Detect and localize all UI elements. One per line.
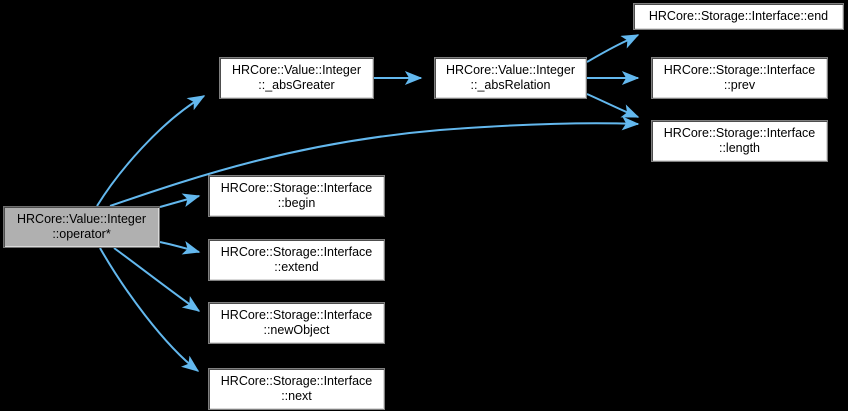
graph-node-end[interactable]: HRCore::Storage::Interface::end [633,3,844,30]
node-label-line2: ::newObject [263,323,330,337]
node-label-line1: HRCore::Value::Integer [446,63,575,77]
node-label-line1: HRCore::Storage::Interface [220,181,373,195]
graph-node-length[interactable]: HRCore::Storage::Interface::length [651,120,828,162]
graph-edge-absRelation-to-length [586,93,640,118]
node-label-line2: ::extend [274,260,319,274]
node-label-line1: HRCore::Storage::Interface [220,245,373,259]
graph-edge-operator-to-absGreater [96,95,206,207]
node-label-line2: ::operator* [52,227,111,241]
node-label-line1: HRCore::Storage::Interface [663,63,816,77]
graph-node-prev[interactable]: HRCore::Storage::Interface::prev [651,57,828,99]
node-label-line2: ::prev [723,78,756,92]
node-label-line1: HRCore::Value::Integer [17,212,146,226]
graph-node-begin[interactable]: HRCore::Storage::Interface::begin [208,175,385,217]
node-label-line2: ::next [281,389,312,403]
graph-node-extend[interactable]: HRCore::Storage::Interface::extend [208,239,385,281]
graph-edge-operator-to-newObject [113,247,201,312]
graph-node-next[interactable]: HRCore::Storage::Interface::next [208,368,385,410]
graph-node-absRelation[interactable]: HRCore::Value::Integer::_absRelation [434,57,587,99]
graph-edge-absRelation-to-end [586,34,640,63]
graph-node-operator[interactable]: HRCore::Value::Integer::operator* [3,206,160,248]
node-label-line2: ::length [718,141,760,155]
graph-edge-operator-to-extend [159,241,201,255]
node-label-line1: HRCore::Storage::Interface [220,308,373,322]
graph-edge-operator-to-begin [159,193,201,208]
node-label-line1: HRCore::Storage::Interface [663,126,816,140]
node-label-line2: ::_absGreater [258,78,335,92]
graph-edge-operator-to-next [99,247,200,372]
graph-node-newObject[interactable]: HRCore::Storage::Interface::newObject [208,302,385,344]
node-label-line1: HRCore::Storage::Interface::end [648,9,829,23]
node-label-line2: ::_absRelation [470,78,551,92]
graph-node-absGreater[interactable]: HRCore::Value::Integer::_absGreater [219,57,374,99]
node-label-line1: HRCore::Value::Integer [232,63,361,77]
node-label-line2: ::begin [277,196,316,210]
node-label-line1: HRCore::Storage::Interface [220,374,373,388]
